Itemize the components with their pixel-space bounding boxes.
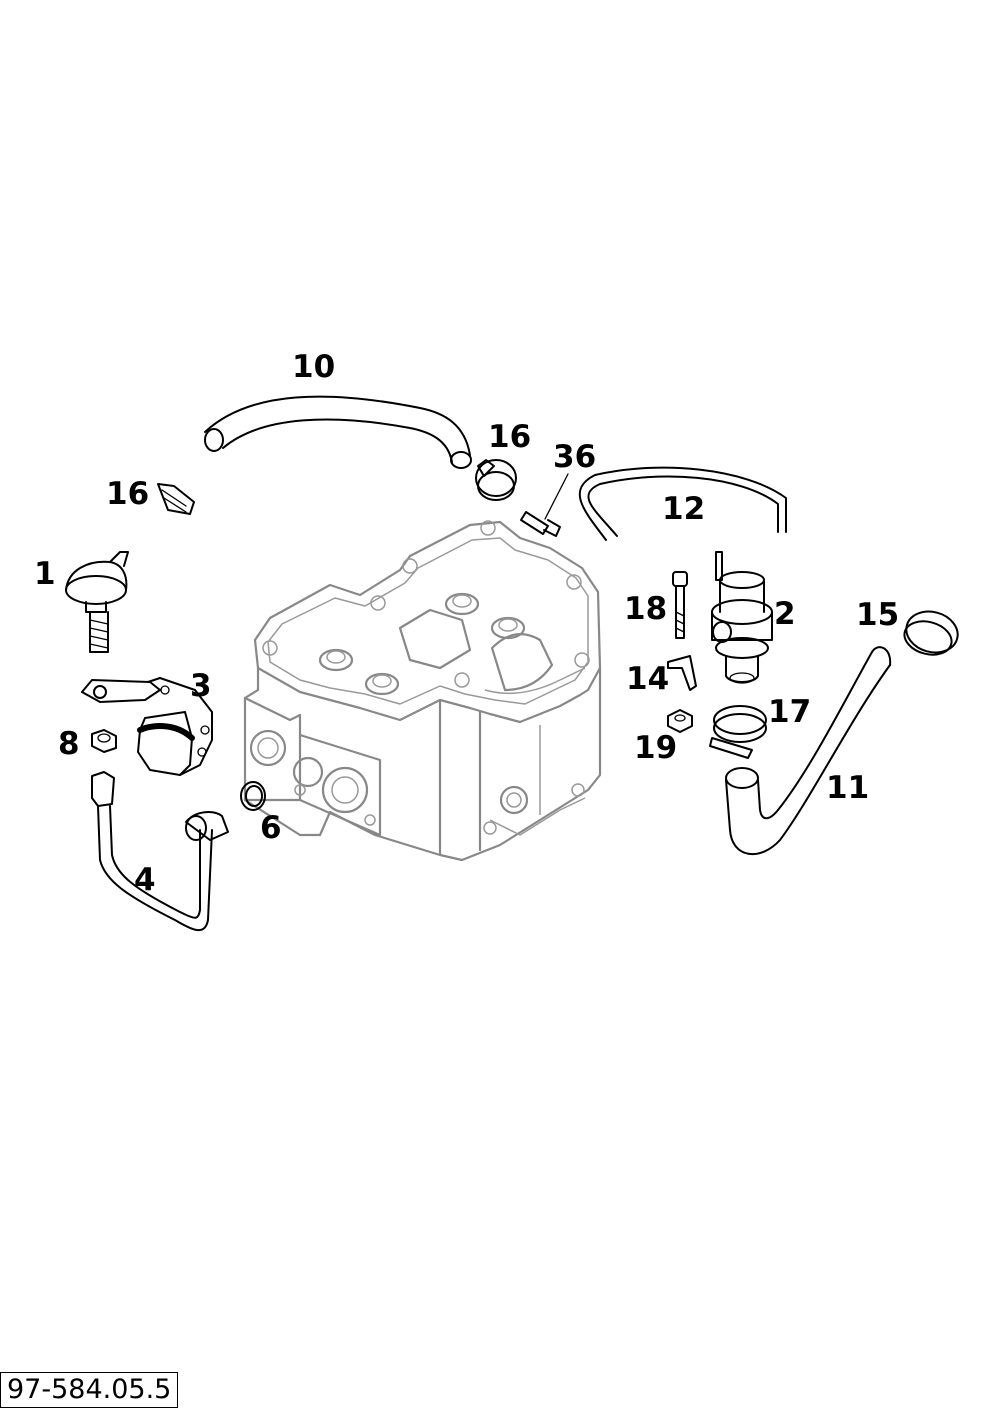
callout-15: 15 <box>856 597 899 633</box>
bolt-18 <box>672 571 688 639</box>
callout-4: 4 <box>134 862 156 898</box>
hose-clamp-17 <box>709 705 767 759</box>
callout-14: 14 <box>626 661 669 697</box>
check-valve-1 <box>65 551 129 653</box>
callout-36: 36 <box>553 439 596 475</box>
formed-hose-11 <box>725 646 892 856</box>
callout-11: 11 <box>826 770 869 806</box>
callout-3: 3 <box>190 668 212 704</box>
callout-16-left: 16 <box>106 476 149 512</box>
callout-6: 6 <box>260 810 282 846</box>
callout-1: 1 <box>34 556 56 592</box>
hose-10 <box>204 395 472 469</box>
vent-hose-12 <box>578 466 787 541</box>
callout-18: 18 <box>624 591 667 627</box>
callout-labels: 10 16 36 16 12 1 18 2 15 14 3 17 8 19 11… <box>34 349 899 898</box>
hose-clamp-16-upper <box>475 459 517 501</box>
nipple-36 <box>520 473 569 537</box>
cylinder-head <box>243 520 602 862</box>
reference-code: 97-584.05.5 <box>0 1372 179 1408</box>
clip-14 <box>667 655 697 691</box>
callout-16-upper: 16 <box>488 419 531 455</box>
ring-15 <box>903 610 959 656</box>
callout-10: 10 <box>292 349 335 385</box>
valve-2 <box>711 551 773 684</box>
callout-2: 2 <box>774 596 796 632</box>
bracket-3 <box>81 677 213 776</box>
o-ring-6 <box>240 781 266 811</box>
callout-17: 17 <box>768 694 811 730</box>
nut-19 <box>667 709 693 733</box>
callout-19: 19 <box>634 730 677 766</box>
hose-clamp-16-left <box>157 483 195 515</box>
callout-12: 12 <box>662 491 705 527</box>
nut-8 <box>91 729 117 753</box>
callout-8: 8 <box>58 726 80 762</box>
oil-line-4 <box>91 771 229 932</box>
